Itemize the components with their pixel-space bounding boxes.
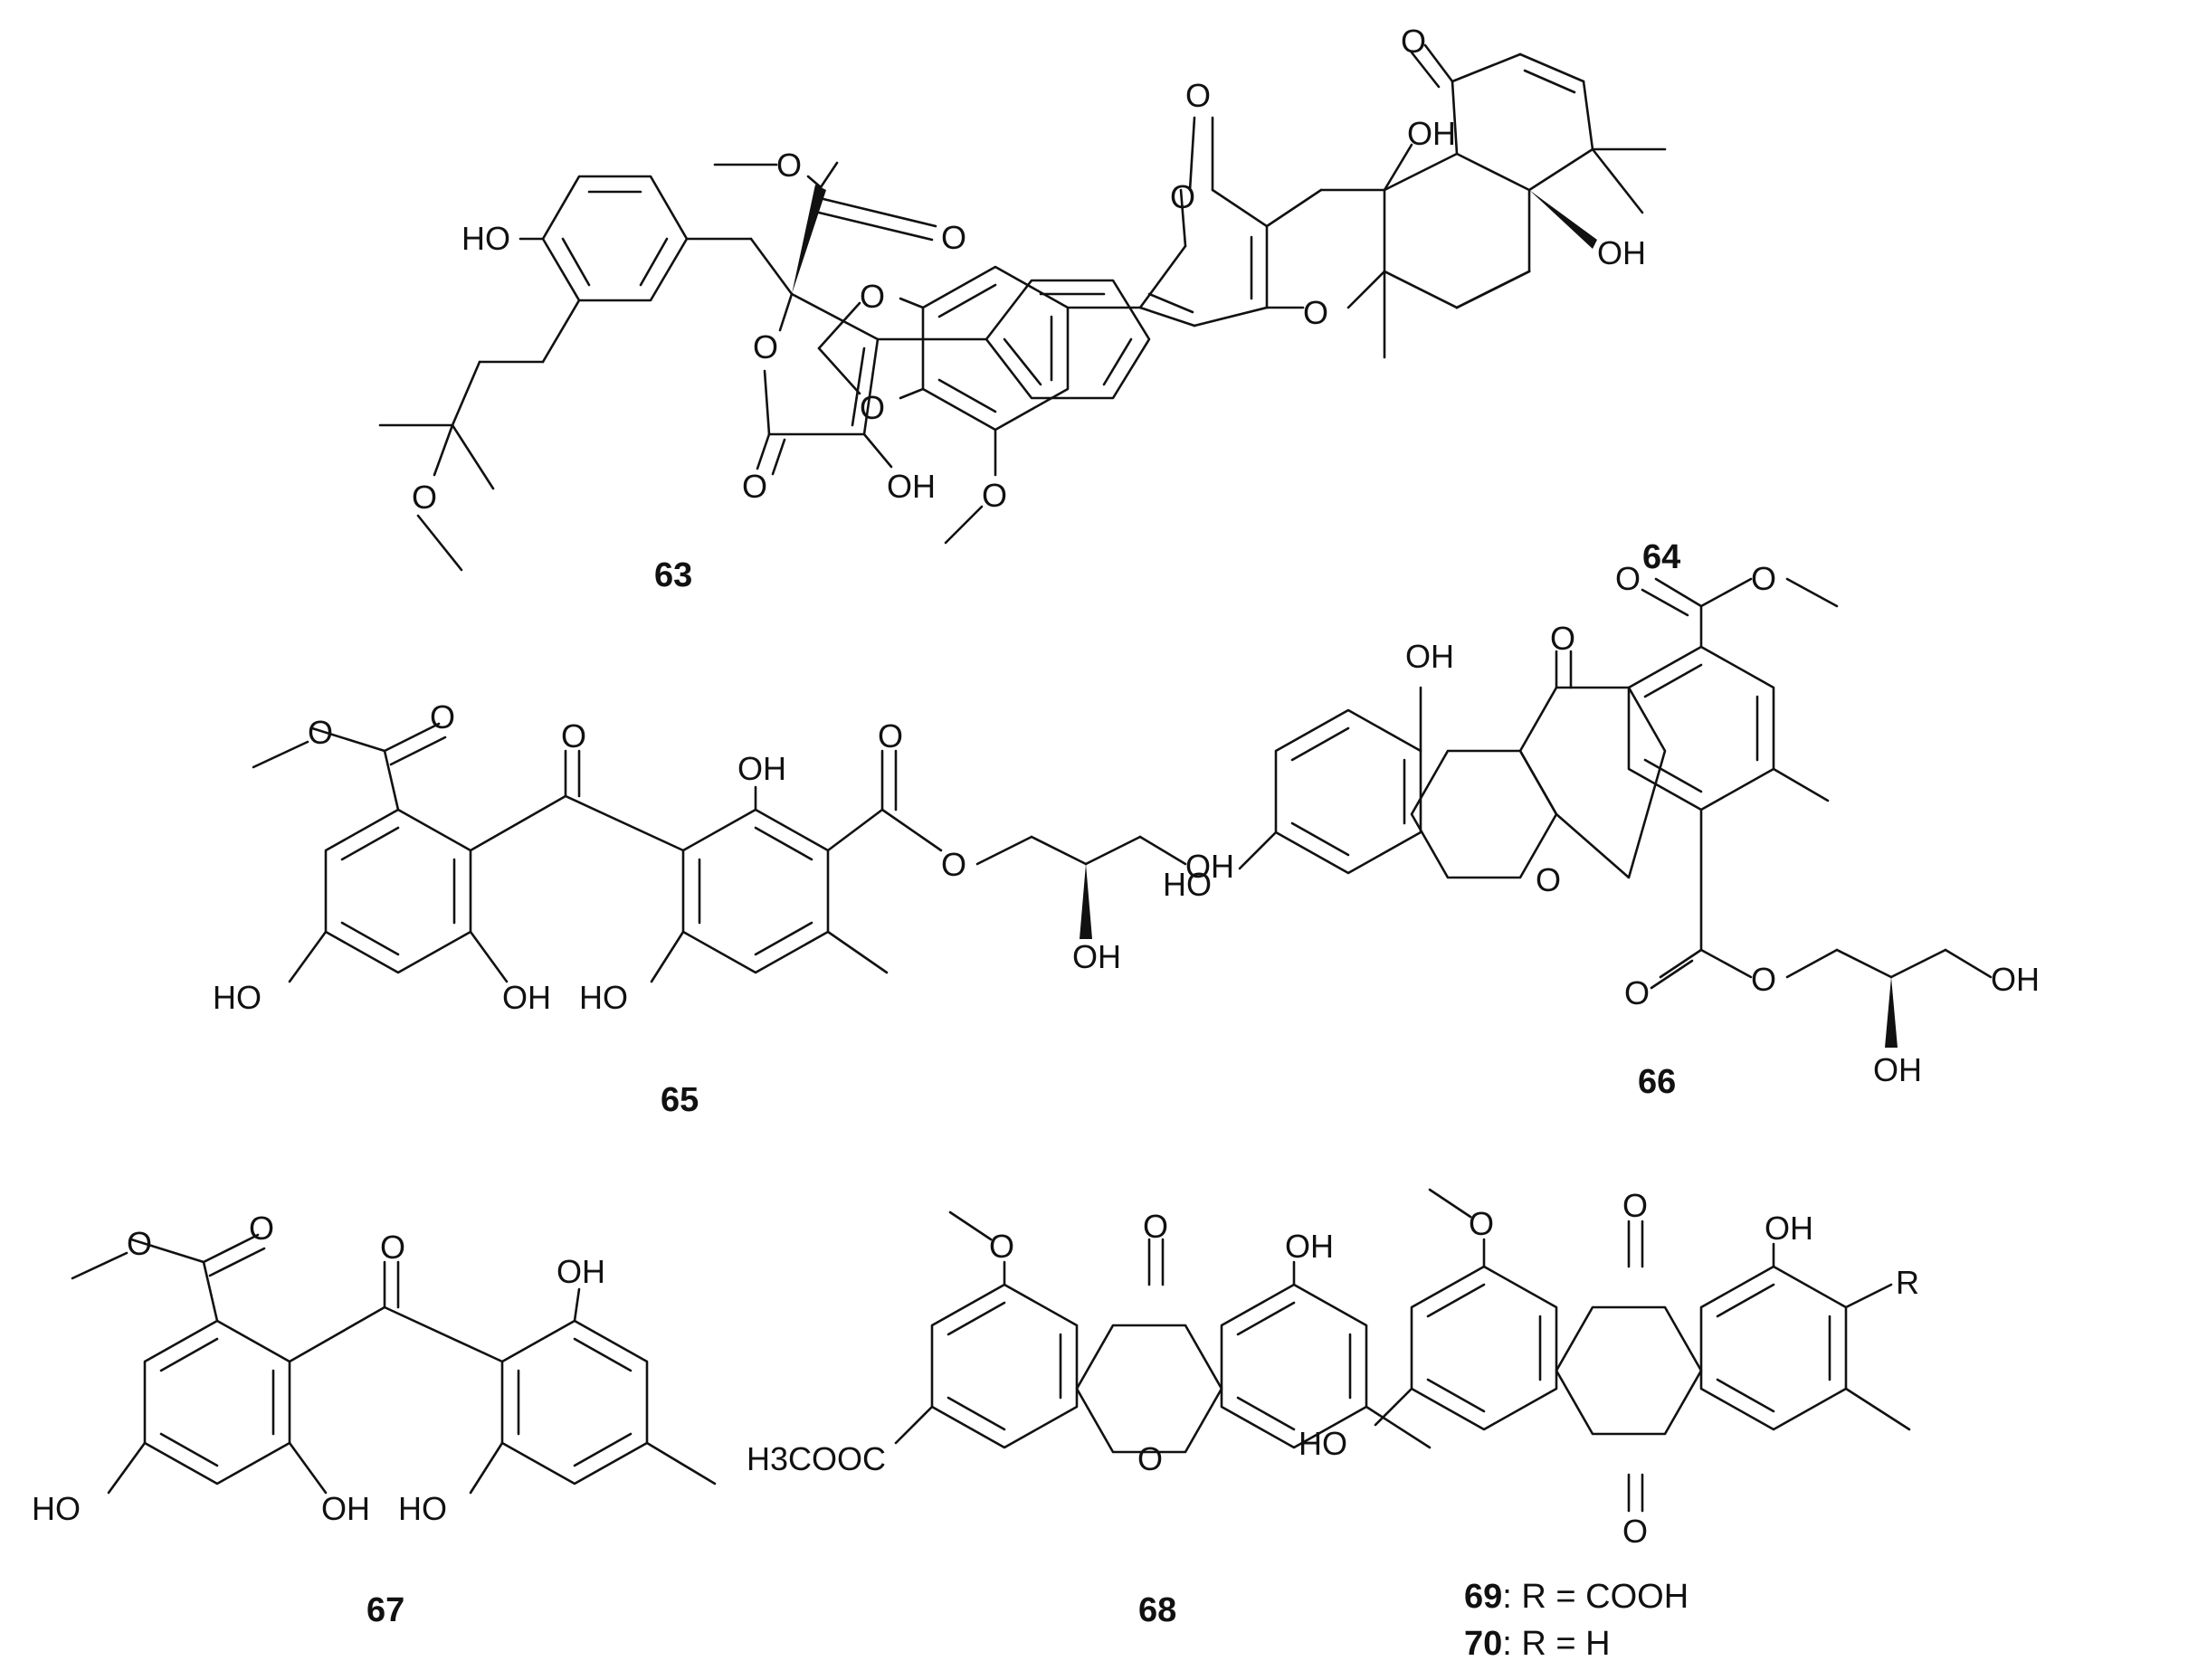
atom-label: HO xyxy=(398,1490,447,1527)
atom-label: HO xyxy=(213,979,262,1016)
atom-label: O xyxy=(941,219,966,256)
atom-label: HO xyxy=(461,220,510,257)
atom-label: O xyxy=(1622,1513,1648,1550)
atom-label: HO xyxy=(32,1490,81,1527)
atom-label: O xyxy=(776,147,802,184)
atom-label: O xyxy=(1751,560,1776,597)
atom-label: O xyxy=(941,846,966,883)
compound-label: 63 xyxy=(654,556,692,594)
atom-label: O xyxy=(1469,1205,1494,1242)
atom-label: OH xyxy=(1285,1228,1334,1265)
substituent-note-69: 69: R = COOH xyxy=(1464,1578,1689,1616)
atom-label: OH xyxy=(321,1490,370,1527)
compound-label: 65 xyxy=(661,1081,699,1119)
atom-label: O xyxy=(308,714,333,751)
atom-label: OH xyxy=(1072,938,1121,975)
atom-label: O xyxy=(249,1210,274,1247)
atom-label: O xyxy=(1137,1440,1163,1477)
atom-label: R xyxy=(1896,1264,1919,1301)
atom-label: O xyxy=(1536,861,1561,898)
atom-label: OH xyxy=(1407,115,1456,152)
atom-label: O xyxy=(1751,961,1776,998)
atom-label: OH xyxy=(502,979,551,1016)
substituent-note-70: 70: R = H xyxy=(1464,1625,1611,1663)
atom-label: OH xyxy=(557,1253,605,1290)
atom-label: O xyxy=(860,389,885,426)
compound-68: O O OH H3COOC O 68 xyxy=(747,1208,1432,1629)
atom-label: O xyxy=(1303,294,1328,331)
atom-label: OH xyxy=(1991,961,2040,998)
atom-label: O xyxy=(1624,974,1650,1011)
atom-label: O xyxy=(1185,77,1211,114)
atom-label: HO xyxy=(1299,1425,1347,1462)
atom-label: O xyxy=(742,468,767,505)
atom-label: HO xyxy=(1163,866,1212,903)
atom-label: O xyxy=(753,328,778,365)
atom-label: O xyxy=(989,1228,1014,1265)
compound-63: HO O O O O OH O 63 xyxy=(378,147,1151,594)
atom-label: OH xyxy=(1185,848,1234,885)
compound-67: O O O OH HO OH HO 67 xyxy=(32,1210,717,1629)
compound-label: 64 xyxy=(1642,538,1680,576)
compound-label: 66 xyxy=(1638,1063,1676,1101)
atom-label: O xyxy=(430,698,455,736)
atom-label: H3COOC xyxy=(747,1440,886,1477)
atom-label: OH xyxy=(1765,1210,1813,1247)
compound-66: OH O O O HO O O O OH OH 66 xyxy=(1163,560,2040,1101)
atom-label: O xyxy=(1550,620,1575,657)
atom-label: OH xyxy=(887,468,936,505)
atom-label: O xyxy=(1401,23,1426,60)
compound-label: 67 xyxy=(366,1591,404,1629)
atom-label: OH xyxy=(1597,234,1646,271)
atom-label: O xyxy=(1615,560,1641,597)
atom-label: O xyxy=(878,717,903,755)
atom-label: O xyxy=(1622,1187,1648,1224)
atom-label: O xyxy=(561,717,586,755)
atom-label: OH xyxy=(737,750,786,787)
atom-label: O xyxy=(127,1225,152,1262)
compound-64: O O O O O OH OH O O 64 xyxy=(817,23,1680,576)
atom-label: O xyxy=(412,479,437,516)
atom-label: O xyxy=(380,1229,405,1266)
atom-label: OH xyxy=(1405,638,1454,675)
atom-label: OH xyxy=(1873,1051,1922,1088)
atom-label: HO xyxy=(579,979,628,1016)
atom-label: O xyxy=(1143,1208,1168,1245)
compound-label: 68 xyxy=(1138,1591,1176,1629)
compound-65: O O O OH O O OH OH HO OH HO 65 xyxy=(213,698,1234,1119)
atom-label: O xyxy=(982,477,1007,514)
atom-label: O xyxy=(1170,178,1195,215)
compound-69-70: O O OH R HO O 69: R = COOH 70: R = H xyxy=(1299,1187,1919,1663)
atom-label: O xyxy=(860,278,885,315)
